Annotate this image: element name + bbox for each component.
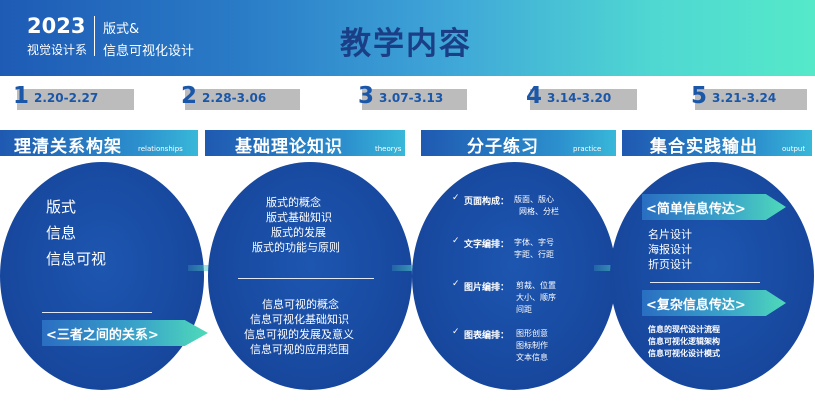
theory-item: 版式的功能与原则 bbox=[252, 241, 340, 254]
year-label: 2023 bbox=[27, 14, 86, 38]
practice-detail: 网格、分栏 bbox=[519, 207, 559, 216]
header-banner: 2023 视觉设计系 版式& 信息可视化设计 教学内容 bbox=[0, 0, 815, 76]
phase-title: 分子练习 bbox=[467, 137, 539, 157]
week-number: 3 bbox=[358, 83, 375, 109]
output-item: 海报设计 bbox=[648, 243, 692, 256]
page-title: 教学内容 bbox=[340, 26, 472, 62]
department-label: 视觉设计系 bbox=[27, 43, 88, 57]
output-item: 信息的现代设计流程 bbox=[648, 325, 720, 334]
theory-item: 版式的概念 bbox=[266, 196, 321, 209]
phase-title: 理清关系构架 bbox=[14, 137, 122, 157]
practice-detail: 间距 bbox=[516, 305, 532, 314]
check-icon: ✓ bbox=[452, 279, 460, 289]
theory-item: 信息可视的发展及意义 bbox=[244, 328, 354, 341]
phase-banner-output: 集合实践输出 output bbox=[622, 130, 812, 157]
simple-info-title: <简单信息传达> bbox=[646, 202, 746, 217]
course-name-line1: 版式& bbox=[103, 22, 140, 37]
phase-subtitle: relationships bbox=[138, 145, 183, 153]
complex-info-title: <复杂信息传达> bbox=[646, 298, 746, 313]
week-box-3: 3 3.07-3.13 bbox=[358, 83, 467, 110]
week-box-5: 5 3.21-3.24 bbox=[691, 83, 807, 110]
circle-relationships bbox=[0, 162, 204, 390]
theory-item: 信息可视的概念 bbox=[262, 298, 339, 311]
week-date-range: 2.28-3.06 bbox=[202, 91, 267, 105]
circle1-divider bbox=[42, 312, 152, 313]
check-icon: ✓ bbox=[452, 327, 460, 337]
circle1-item: 信息可视 bbox=[46, 250, 107, 268]
check-icon: ✓ bbox=[452, 236, 460, 246]
practice-label: 图表编排： bbox=[464, 331, 510, 341]
practice-label: 页面构成： bbox=[464, 197, 510, 207]
week-box-4: 4 3.14-3.20 bbox=[526, 83, 637, 110]
practice-detail: 图标制作 bbox=[516, 341, 548, 350]
week-number: 1 bbox=[13, 83, 30, 109]
simple-info-pill: <简单信息传达> bbox=[642, 194, 786, 220]
output-item: 折页设计 bbox=[648, 258, 692, 271]
theory-item: 版式的发展 bbox=[271, 226, 326, 239]
practice-detail: 字距、行距 bbox=[514, 250, 554, 259]
week-date-range: 2.20-2.27 bbox=[34, 91, 99, 105]
phase-subtitle: practice bbox=[573, 145, 602, 153]
practice-detail: 字体、字号 bbox=[514, 238, 554, 247]
relationship-label: <三者之间的关系> bbox=[46, 328, 159, 343]
header-divider bbox=[94, 16, 95, 56]
phase-banner-theorys: 基础理论知识 theorys bbox=[205, 130, 405, 157]
week-box-2: 2 2.28-3.06 bbox=[181, 83, 300, 110]
phase-subtitle: output bbox=[782, 145, 806, 153]
circle4-divider bbox=[650, 282, 760, 283]
output-item: 名片设计 bbox=[648, 228, 692, 241]
week-date-range: 3.14-3.20 bbox=[547, 91, 612, 105]
circle1-item: 信息 bbox=[46, 224, 77, 242]
check-icon: ✓ bbox=[452, 193, 460, 203]
phase-title: 基础理论知识 bbox=[235, 137, 343, 157]
theory-item: 信息可视化基础知识 bbox=[250, 313, 349, 326]
circle-theorys bbox=[208, 162, 412, 390]
circle2-divider bbox=[238, 278, 374, 279]
week-number: 5 bbox=[691, 83, 708, 109]
practice-detail: 图形创意 bbox=[516, 329, 548, 338]
relationship-pill: <三者之间的关系> bbox=[42, 320, 208, 346]
complex-info-pill: <复杂信息传达> bbox=[642, 290, 786, 316]
theory-item: 信息可视的应用范围 bbox=[250, 343, 349, 356]
output-item: 信息可视化逻辑架构 bbox=[648, 337, 720, 346]
practice-detail: 大小、顺序 bbox=[516, 293, 556, 302]
week-date-range: 3.07-3.13 bbox=[379, 91, 444, 105]
output-item: 信息可视化设计模式 bbox=[648, 349, 720, 358]
phase-banner-practice: 分子练习 practice bbox=[421, 130, 616, 157]
phase-subtitle: theorys bbox=[375, 145, 402, 153]
week-date-range: 3.21-3.24 bbox=[712, 91, 777, 105]
practice-label: 文字编排： bbox=[464, 240, 510, 250]
week-box-1: 1 2.20-2.27 bbox=[13, 83, 134, 110]
practice-detail: 剪裁、位置 bbox=[516, 281, 556, 290]
circle-practice bbox=[412, 162, 616, 390]
practice-label: 图片编排： bbox=[464, 283, 510, 293]
phase-banner-relationships: 理清关系构架 relationships bbox=[0, 130, 198, 157]
phase-title: 集合实践输出 bbox=[650, 137, 758, 157]
practice-detail: 版面、版心 bbox=[514, 195, 554, 204]
course-name-line2: 信息可视化设计 bbox=[103, 44, 195, 59]
theory-item: 版式基础知识 bbox=[266, 211, 332, 224]
week-number: 2 bbox=[181, 83, 198, 109]
practice-detail: 文本信息 bbox=[516, 353, 548, 362]
circle1-item: 版式 bbox=[46, 198, 77, 216]
week-number: 4 bbox=[526, 83, 543, 109]
